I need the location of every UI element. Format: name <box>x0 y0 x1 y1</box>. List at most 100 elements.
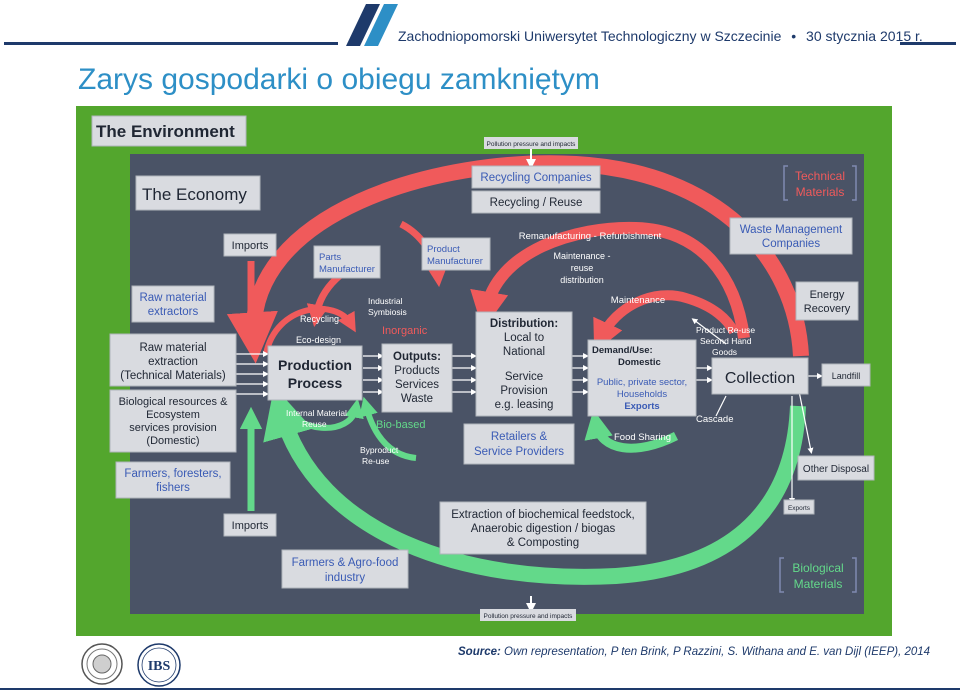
recycling-companies-box <box>471 165 601 189</box>
imports-bottom-label: Imports <box>232 520 269 532</box>
energy-recovery-box <box>795 281 859 321</box>
extraction-biochemical-box <box>439 501 647 555</box>
raw-material-extraction-box <box>109 333 237 387</box>
service-provision-line3: e.g. leasing <box>495 399 554 411</box>
public-private-line2: Households <box>617 389 667 400</box>
bio-based-label: Bio-based <box>376 419 426 431</box>
raw-material-extractors-line2: extractors <box>148 306 199 318</box>
demand-exports-label: Exports <box>624 401 659 412</box>
product-manufacturer-box <box>421 237 491 271</box>
service-provision-line2: Provision <box>500 385 547 397</box>
bio-based-arrow <box>359 396 417 461</box>
source-text: Own representation, P ten Brink, P Razzi… <box>500 646 931 658</box>
outputs-box <box>381 343 453 413</box>
farmers-agro-box <box>281 549 409 589</box>
maintenance-loop-arrow <box>593 290 739 353</box>
svg-text:reuse: reuse <box>571 263 594 273</box>
circular-economy-diagram: The Environment The Economy Pollution pr… <box>76 106 892 636</box>
raw-material-extraction-line2: extraction <box>148 356 198 368</box>
university-seal-icon <box>81 643 123 685</box>
slide-title: Zarys gospodarki o obiegu zamkniętym <box>78 63 600 96</box>
pollution-bottom-label: Pollution pressure and impacts <box>484 613 574 620</box>
environment-label: The Environment <box>96 122 235 141</box>
recycling-small-arrow <box>263 306 356 355</box>
svg-text:Industrial: Industrial <box>368 296 403 306</box>
svg-text:Product Re-use: Product Re-use <box>696 325 755 335</box>
svg-text:Reuse: Reuse <box>302 419 327 429</box>
product-manufacturer-line2: Manufacturer <box>427 256 483 267</box>
source-citation: Source: Own representation, P ten Brink,… <box>458 646 930 658</box>
svg-text:Maintenance -: Maintenance - <box>553 251 610 261</box>
pollution-bottom-box <box>480 609 576 621</box>
biological-resources-line4: (Domestic) <box>146 435 199 447</box>
extraction-biochemical-line1: Extraction of biochemical feedstock, <box>451 509 634 521</box>
biological-loop-arrow <box>263 386 806 585</box>
remanufacturing-loop-arrow <box>470 221 750 339</box>
energy-recovery-line2: Recovery <box>804 303 851 315</box>
farmers-foresters-line2: fishers <box>156 482 190 494</box>
other-disposal-label: Other Disposal <box>803 464 869 475</box>
product-manufacturer-line1: Product <box>427 244 460 255</box>
farmers-agro-line2: industry <box>325 572 366 584</box>
raw-material-extraction-line3: (Technical Materials) <box>120 370 226 382</box>
header-line-left <box>4 42 338 45</box>
production-process-line2: Process <box>288 375 343 391</box>
svg-text:Goods: Goods <box>712 347 737 357</box>
pollution-top-label: Pollution pressure and impacts <box>487 141 577 148</box>
header-info: Zachodniopomorski Uniwersytet Technologi… <box>398 28 923 44</box>
ibs-logo-icon: IBS <box>137 643 181 687</box>
farmers-foresters-line1: Farmers, foresters, <box>124 468 221 480</box>
internal-material-reuse-label: Internal Material Reuse <box>286 408 347 429</box>
recycling-reuse-box <box>471 190 601 214</box>
farmers-agro-line1: Farmers & Agro-food <box>292 557 399 569</box>
landfill-label: Landfill <box>832 371 861 381</box>
landfill-box <box>821 363 871 387</box>
distribution-line1: Distribution: <box>490 318 558 330</box>
parts-manufacturer-box <box>313 245 381 279</box>
svg-text:Technical: Technical <box>795 169 845 183</box>
header-separator: • <box>791 28 797 44</box>
food-sharing-arrow <box>584 409 679 453</box>
other-disposal-box <box>797 455 875 481</box>
distribution-line2: Local to <box>504 332 544 344</box>
university-name: Zachodniopomorski Uniwersytet Technologi… <box>398 28 782 44</box>
recycling-reuse-label: Recycling / Reuse <box>490 197 583 209</box>
footer-line <box>0 688 960 690</box>
economy-box <box>135 175 261 211</box>
farmers-foresters-box <box>115 461 231 499</box>
ibs-logo-text: IBS <box>148 659 171 674</box>
svg-text:Byproduct: Byproduct <box>360 445 399 455</box>
production-process-line1: Production <box>278 357 352 373</box>
retailers-box <box>463 423 575 465</box>
svg-text:Symbiosis: Symbiosis <box>368 307 407 317</box>
parts-manufacturer-line2: Manufacturer <box>319 264 375 275</box>
industrial-symbiosis-label: Industrial Symbiosis <box>368 296 407 317</box>
economy-label: The Economy <box>142 185 247 204</box>
biological-resources-line1: Biological resources & <box>119 396 228 408</box>
university-logo-icon <box>346 4 398 46</box>
retailers-line2: Service Providers <box>474 446 564 458</box>
retailers-line1: Retailers & <box>491 431 548 443</box>
internal-reuse-arrow <box>273 396 364 431</box>
technical-materials-label: Technical Materials <box>783 165 857 201</box>
exports-right-box <box>783 499 815 515</box>
exports-right-label: Exports <box>788 505 811 512</box>
imports-bottom-box <box>223 513 277 537</box>
maintenance-reuse-label: Maintenance - reuse distribution <box>553 251 610 285</box>
outputs-line4: Waste <box>401 393 433 405</box>
collection-box <box>711 357 809 395</box>
energy-recovery-line1: Energy <box>810 289 845 301</box>
waste-management-line2: Companies <box>762 238 820 250</box>
remanufacturing-label: Remanufacturing - Refurbishment <box>519 231 662 242</box>
outputs-line2: Products <box>394 365 440 377</box>
byproduct-reuse-label: Byproduct Re-use <box>360 445 399 466</box>
header-line-right <box>900 42 956 45</box>
maintenance-label: Maintenance <box>611 295 665 306</box>
product-reuse-label: Product Re-use Second Hand Goods <box>696 325 755 357</box>
svg-text:Biological: Biological <box>792 561 843 575</box>
header-date: 30 stycznia 2015 r. <box>806 28 923 44</box>
raw-material-extractors-box <box>131 285 215 323</box>
recycling-label: Recycling <box>300 314 339 324</box>
production-process-box <box>267 345 363 401</box>
imports-top-box <box>223 233 277 257</box>
